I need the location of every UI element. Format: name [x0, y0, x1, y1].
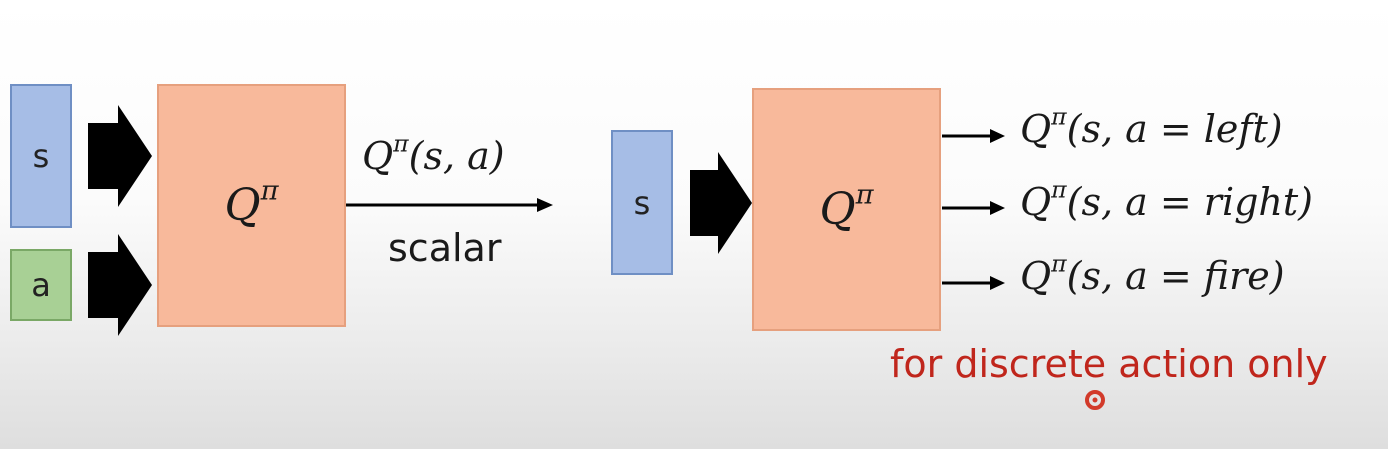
- q-network-box-right: Qπ: [752, 88, 941, 331]
- output-caption-scalar: scalar: [388, 226, 502, 270]
- output-arrow-right-action-head: [990, 201, 1005, 215]
- q-network-symbol-left: Qπ: [224, 175, 279, 231]
- output-arrow-fire-action-head: [990, 276, 1005, 290]
- q-network-symbol-right: Qπ: [819, 179, 874, 235]
- output-arrow-left-head: [537, 198, 553, 212]
- output-q-left: Qπ(s, a = left): [1020, 102, 1283, 151]
- block-arrow-state-to-network-right: [690, 152, 752, 254]
- output-q-fire: Qπ(s, a = fire): [1020, 249, 1285, 298]
- discrete-action-note: for discrete action only: [890, 342, 1328, 386]
- cursor-indicator: [1085, 390, 1105, 410]
- action-input-box: a: [10, 249, 72, 321]
- action-input-label: a: [31, 266, 51, 304]
- block-arrow-state-to-network: [88, 105, 152, 207]
- state-input-label: s: [32, 137, 50, 175]
- state-input-box-right: s: [611, 130, 673, 275]
- output-q-right: Qπ(s, a = right): [1020, 175, 1313, 224]
- state-input-label-right: s: [633, 183, 651, 222]
- output-value-label-left: Qπ(s, a): [362, 129, 505, 178]
- q-network-box-left: Qπ: [157, 84, 346, 327]
- cursor-indicator-dot: [1092, 397, 1098, 403]
- state-input-box: s: [10, 84, 72, 228]
- output-arrow-left-action-head: [990, 129, 1005, 143]
- block-arrow-action-to-network: [88, 234, 152, 336]
